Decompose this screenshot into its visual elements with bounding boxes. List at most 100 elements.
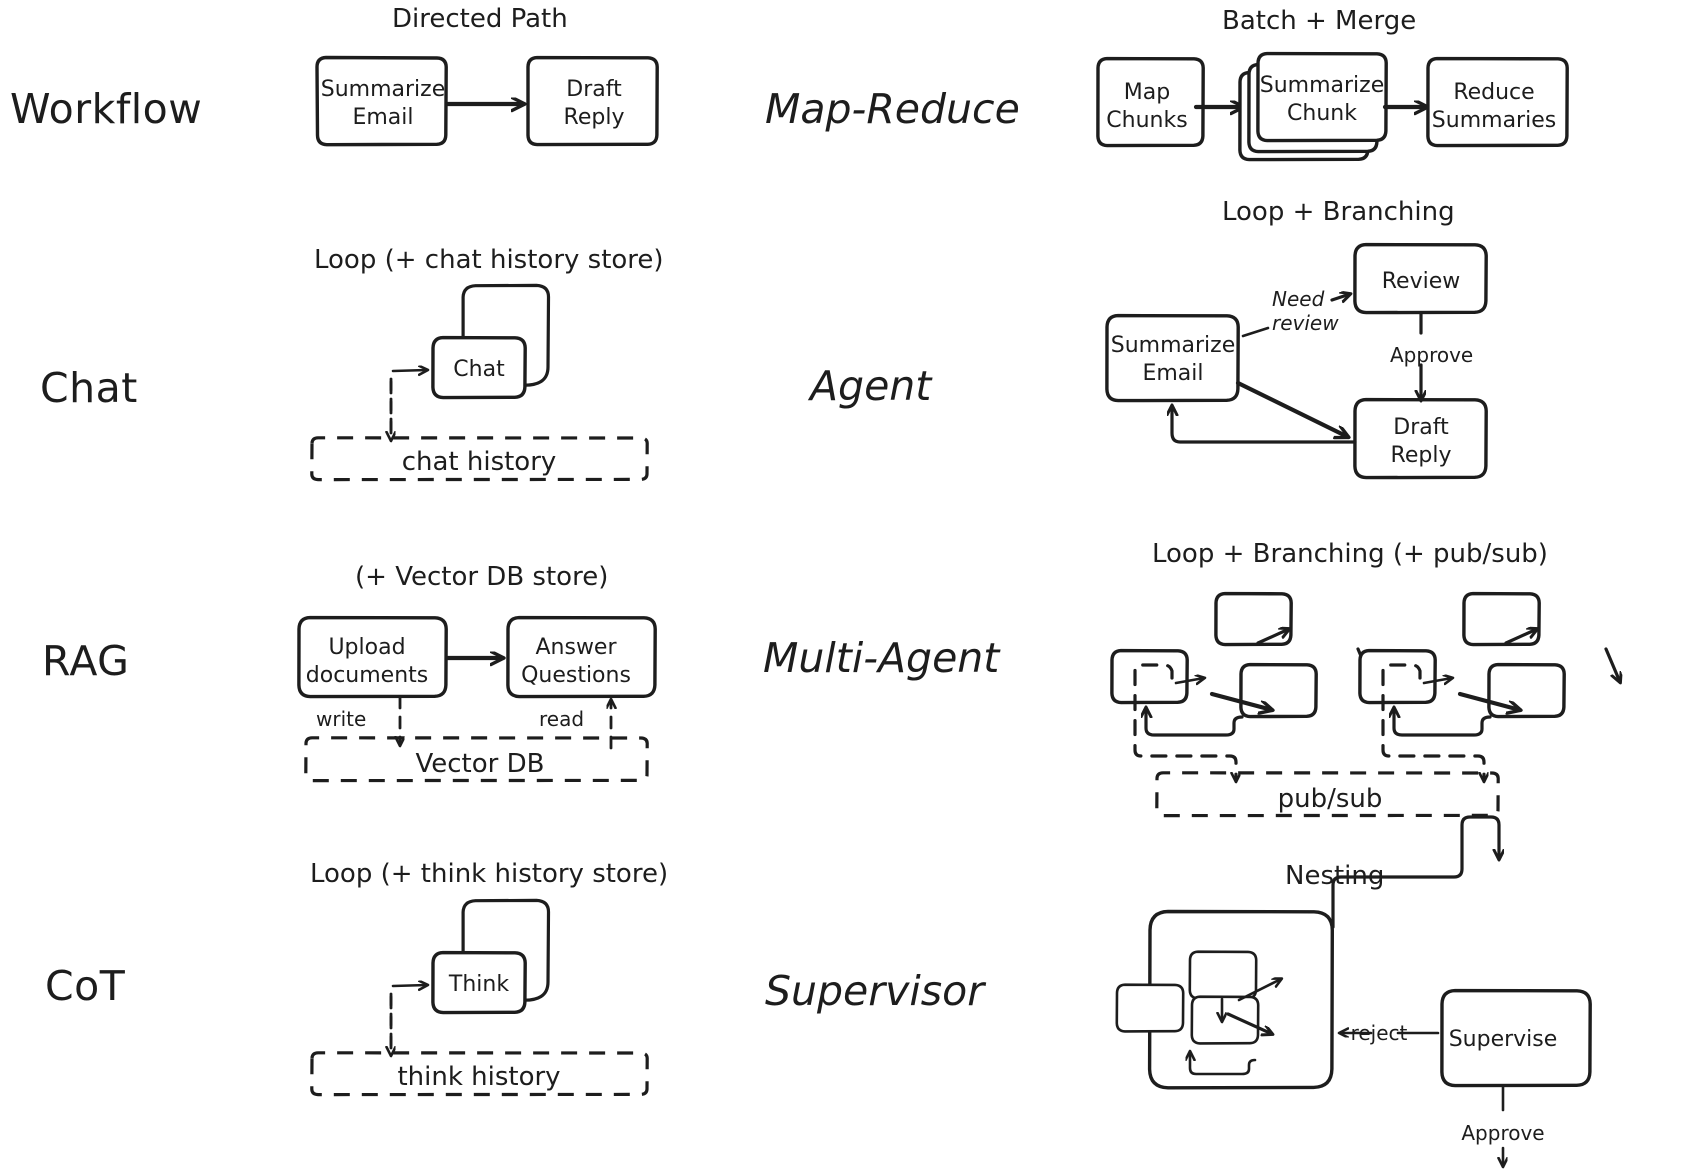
node-generic [1188, 950, 1258, 1000]
row-label-workflow: Workflow [10, 85, 202, 133]
node-label: Reply [1391, 443, 1452, 468]
edge-label-reject: reject [1351, 1021, 1408, 1045]
node-label: Reduce [1453, 80, 1534, 105]
edge-s1-to-s3 [1226, 1012, 1272, 1034]
edge-label-write: write [316, 707, 366, 731]
node-label: Summarize [1111, 333, 1236, 358]
store-pubsub: pub/sub [1155, 771, 1500, 818]
node-generic [1239, 662, 1318, 719]
row-label-multi-agent: Multi-Agent [763, 634, 1001, 682]
edge-need-review-tail [1241, 326, 1270, 338]
store-chat-history: chat history [310, 436, 649, 482]
node-label: Answer [535, 635, 617, 660]
node-label: Chat [453, 357, 505, 382]
node-label: Review [1382, 269, 1461, 294]
edge-store-to-chat-arrow [391, 370, 427, 371]
edge-label-approve: Approve [1390, 343, 1473, 367]
edge-b2-to-b3 [1457, 691, 1520, 710]
row-label-map-reduce: Map-Reduce [765, 85, 1020, 133]
row-label-rag: RAG [42, 637, 129, 685]
node-label: Map [1124, 80, 1170, 105]
node-review: Review [1353, 242, 1488, 315]
caption-batch-merge: Batch + Merge [1222, 6, 1416, 36]
edge-b2-to-b1-top [1504, 629, 1537, 645]
edge-draft-back-to-summarize [1172, 406, 1357, 444]
edge-a3-back [1146, 708, 1244, 737]
caption-loop-think: Loop (+ think history store) [310, 859, 668, 889]
edge-label-need: Need [1272, 287, 1325, 311]
node-think: Think [431, 950, 527, 1015]
edge-need-review-arrow [1330, 294, 1350, 300]
caption-loop-branching-pubsub: Loop + Branching (+ pub/sub) [1152, 539, 1548, 569]
node-generic [1115, 983, 1185, 1033]
node-label: documents [306, 663, 428, 688]
node-label: Supervise [1449, 1027, 1558, 1052]
edge-think-loop [463, 898, 551, 1002]
node-label: Email [352, 105, 413, 130]
node-chat: Chat [431, 335, 527, 400]
node-label: Draft [1393, 415, 1449, 440]
caption-loop-chat: Loop (+ chat history store) [314, 245, 664, 275]
node-generic [1214, 591, 1293, 647]
edge-group-to-supervise [1331, 815, 1499, 929]
edge-b1-to-b2 [1422, 678, 1452, 683]
store-vector-db: Vector DB [304, 736, 649, 783]
node-label: Email [1142, 361, 1203, 386]
node-summarize-chunk-stack: Summarize Chunk [1238, 51, 1388, 162]
edge-a-to-pubsub [1133, 663, 1236, 781]
edge-summarize-to-draft-agent [1235, 380, 1348, 437]
store-label: pub/sub [1278, 784, 1383, 814]
store-label: Vector DB [416, 749, 545, 779]
node-label: Summarize [321, 77, 446, 102]
multi-agent-cluster-a [1110, 591, 1372, 781]
node-generic [1190, 995, 1260, 1045]
edge-s3-back [1190, 1052, 1257, 1076]
edge-label-read: read [539, 707, 584, 731]
node-generic [1358, 648, 1437, 705]
edge-s1-to-s2 [1237, 979, 1281, 1002]
node-map-chunks: Map Chunks [1096, 56, 1205, 148]
node-label: Think [448, 972, 509, 997]
caption-loop-branching: Loop + Branching [1222, 197, 1455, 227]
edge-label-approve-supervisor: Approve [1461, 1121, 1544, 1145]
node-label: Summarize [1260, 73, 1385, 98]
row-label-chat: Chat [40, 364, 138, 412]
node-generic [1110, 648, 1189, 705]
edge-b1-to-b3 [1604, 647, 1620, 682]
node-agent-summarize-email: Summarize Email [1105, 313, 1240, 403]
edge-b3-back [1394, 708, 1492, 737]
caption-vector-db-store: (+ Vector DB store) [355, 562, 608, 592]
node-generic [1487, 662, 1566, 719]
store-label: think history [397, 1062, 560, 1092]
store-think-history: think history [310, 1051, 649, 1097]
row-label-agent: Agent [807, 362, 933, 410]
row-label-supervisor: Supervisor [765, 967, 986, 1015]
node-label: Questions [521, 663, 631, 688]
node-supervise: Supervise [1440, 988, 1592, 1088]
node-reduce-summaries: Reduce Summaries [1426, 56, 1569, 148]
edge-a1-to-a2 [1174, 678, 1204, 683]
node-label: Upload [328, 635, 405, 660]
edge-a2-to-a1-top [1256, 629, 1289, 645]
multi-agent-cluster-b [1358, 591, 1620, 781]
node-label: Reply [564, 105, 625, 130]
edge-b-to-pubsub [1381, 663, 1484, 781]
caption-directed-path: Directed Path [392, 4, 568, 34]
supervisor-nested-group [1115, 909, 1335, 1090]
edge-store-to-think-arrow [391, 985, 427, 986]
edge-a2-to-a3 [1209, 691, 1272, 710]
node-label: Chunk [1287, 101, 1357, 126]
edge-label-review: review [1272, 311, 1339, 335]
node-label: Summaries [1432, 108, 1556, 133]
node-answer-questions: Answer Questions [506, 615, 657, 699]
node-label: Draft [566, 77, 622, 102]
node-summarize-email: Summarize Email [315, 55, 448, 147]
row-label-cot: CoT [45, 962, 126, 1010]
edge-chat-loop [463, 283, 551, 387]
node-agent-draft-reply: Draft Reply [1353, 397, 1488, 480]
store-label: chat history [402, 447, 557, 477]
node-label: Chunks [1106, 108, 1187, 133]
node-upload-documents: Upload documents [297, 615, 448, 699]
